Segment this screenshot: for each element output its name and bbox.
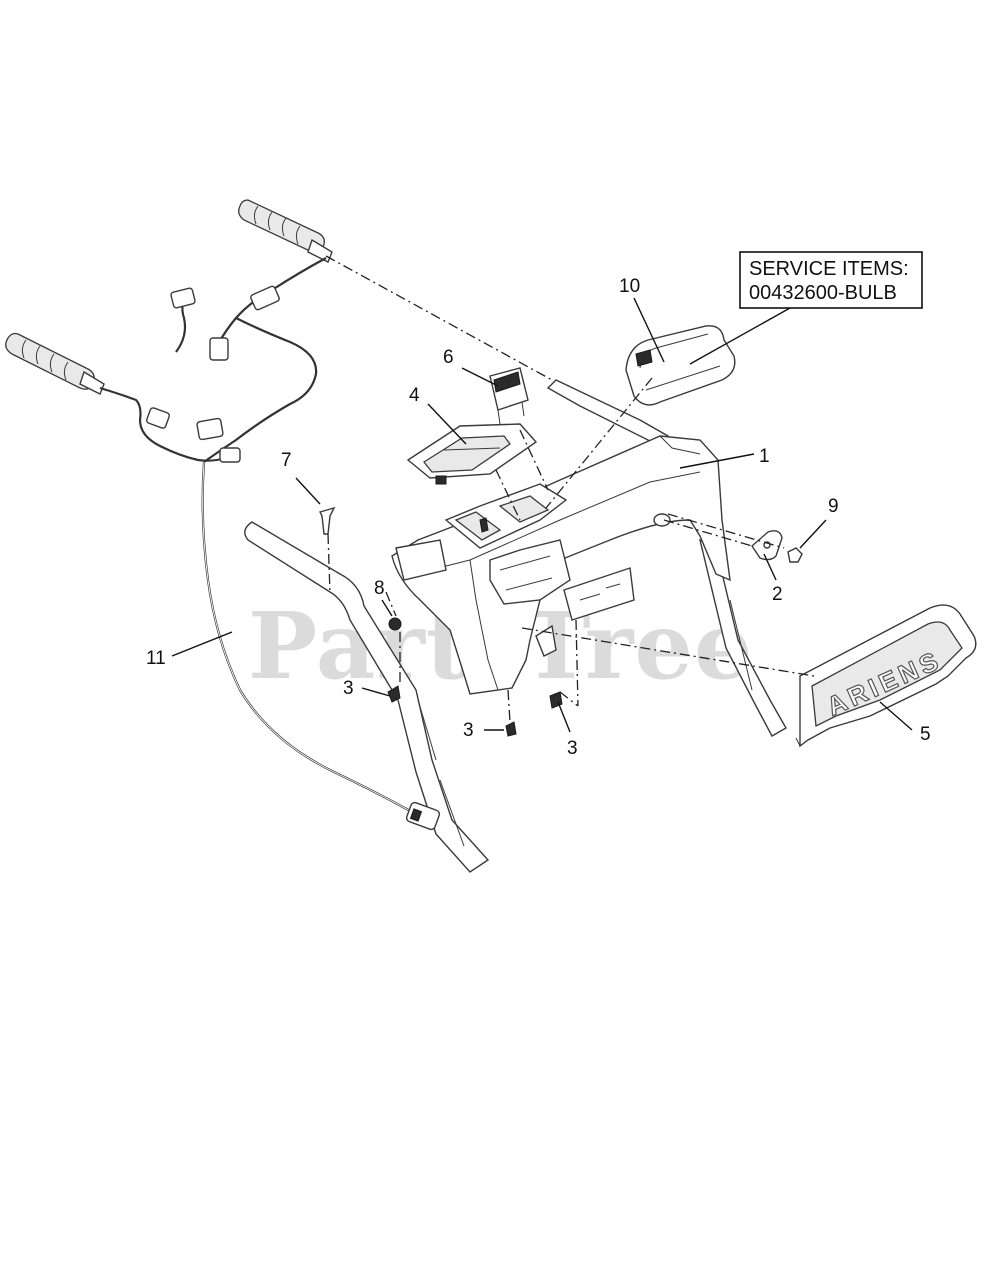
screw-center[interactable] (505, 721, 517, 737)
callouts: 10 6 4 1 7 9 8 2 11 3 3 3 5 (146, 276, 931, 759)
callout-11[interactable]: 11 (146, 648, 166, 669)
rocker-switch[interactable] (489, 367, 529, 425)
right-handle-grip[interactable] (238, 199, 333, 263)
callout-8[interactable]: 8 (374, 578, 385, 599)
service-items-part-number: 00432600-BULB (749, 282, 897, 304)
handle-tube-left[interactable] (244, 521, 490, 873)
button-plug[interactable] (388, 617, 402, 631)
callout-1[interactable]: 1 (759, 446, 770, 467)
callout-5[interactable]: 5 (920, 724, 931, 745)
assembly-lines (325, 255, 815, 723)
left-handle-grip[interactable] (5, 332, 105, 395)
dash-panel[interactable] (391, 435, 731, 695)
leader-lines (171, 297, 913, 733)
mounting-bracket[interactable] (751, 530, 783, 561)
callout-10[interactable]: 10 (619, 276, 640, 297)
callout-9[interactable]: 9 (828, 496, 839, 517)
hex-nut[interactable] (787, 547, 803, 563)
screw-left[interactable] (387, 685, 401, 703)
callout-3-right[interactable]: 3 (567, 738, 578, 759)
wiring-harness[interactable] (99, 257, 441, 831)
callout-7[interactable]: 7 (281, 450, 292, 471)
nameplate[interactable]: ARIENS (795, 604, 977, 748)
switch-bezel[interactable] (406, 423, 538, 485)
callout-3-center[interactable]: 3 (463, 720, 474, 741)
service-items-title: SERVICE ITEMS: (749, 258, 909, 280)
upper-handle-tube-right[interactable] (546, 379, 787, 737)
headlight-assembly[interactable] (625, 325, 736, 406)
callout-2[interactable]: 2 (772, 584, 783, 605)
callout-6[interactable]: 6 (443, 347, 454, 368)
pin[interactable] (318, 506, 336, 535)
service-items-box: SERVICE ITEMS: 00432600-BULB (739, 251, 923, 309)
callout-4[interactable]: 4 (409, 385, 420, 406)
callout-3-left[interactable]: 3 (343, 678, 354, 699)
